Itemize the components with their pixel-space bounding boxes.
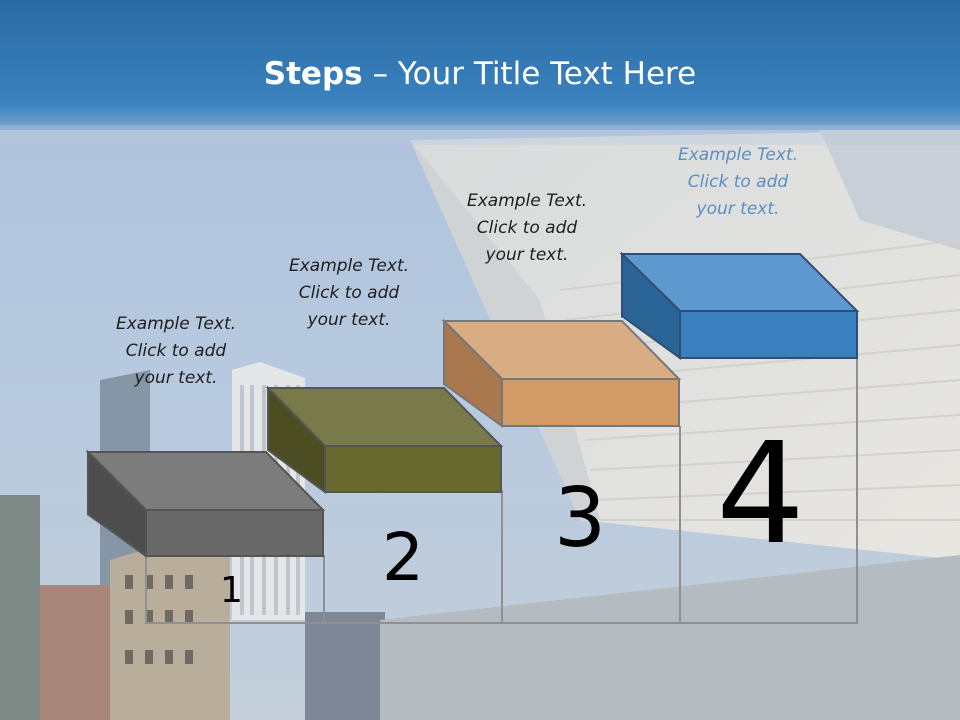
- caption-line: Example Text.: [115, 314, 237, 334]
- step-2-caption[interactable]: Example Text. Click to add your text.: [259, 253, 439, 334]
- caption-line: Click to add: [125, 341, 227, 361]
- step-4-number: 4: [716, 413, 806, 576]
- caption-line: your text.: [307, 310, 391, 330]
- caption-line: Example Text.: [677, 145, 799, 165]
- step-1-block[interactable]: [85, 449, 326, 558]
- caption-line: your text.: [134, 368, 218, 388]
- step-3-block[interactable]: [441, 318, 682, 428]
- caption-line: Example Text.: [288, 256, 410, 276]
- caption-line: your text.: [485, 245, 569, 265]
- caption-line: Example Text.: [466, 191, 588, 211]
- title-rest: – Your Title Text Here: [362, 56, 697, 92]
- step-1-caption[interactable]: Example Text. Click to add your text.: [86, 311, 266, 392]
- caption-line: Click to add: [687, 172, 789, 192]
- step-4-caption[interactable]: Example Text. Click to add your text.: [648, 142, 828, 223]
- caption-line: Click to add: [476, 218, 578, 238]
- slide-title[interactable]: Steps – Your Title Text Here: [0, 56, 960, 92]
- title-bold-word: Steps: [263, 56, 363, 92]
- step-3-caption[interactable]: Example Text. Click to add your text.: [437, 188, 617, 269]
- step-2-block[interactable]: [265, 385, 504, 494]
- step-4-block[interactable]: [619, 251, 860, 360]
- caption-line: Click to add: [298, 283, 400, 303]
- caption-line: your text.: [696, 199, 780, 219]
- step-2-number: 2: [382, 519, 424, 596]
- step-3-number: 3: [554, 471, 607, 566]
- step-1-number: 1: [220, 570, 243, 611]
